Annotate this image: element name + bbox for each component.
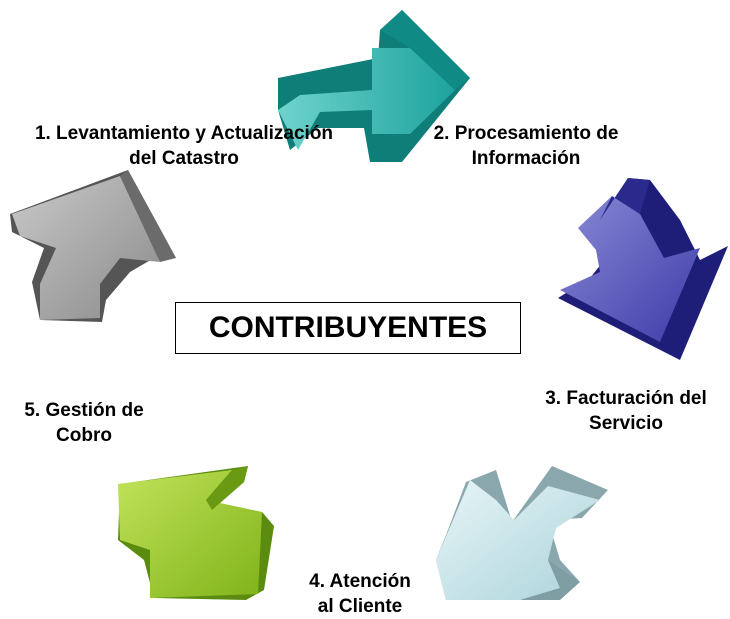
step-3-label: 3. Facturación del Servicio [545,388,707,434]
step-2-label: 2. Procesamiento de Información [433,123,619,169]
center-label: CONTRIBUYENTES [208,311,488,344]
step-1-label: 1. Levantamiento y Actualización del Cat… [34,123,334,169]
center-label-box: CONTRIBUYENTES [175,302,521,354]
step-5-label: 5. Gestión de Cobro [24,400,144,446]
step-4-label: 4. Atención al Cliente [309,571,411,617]
